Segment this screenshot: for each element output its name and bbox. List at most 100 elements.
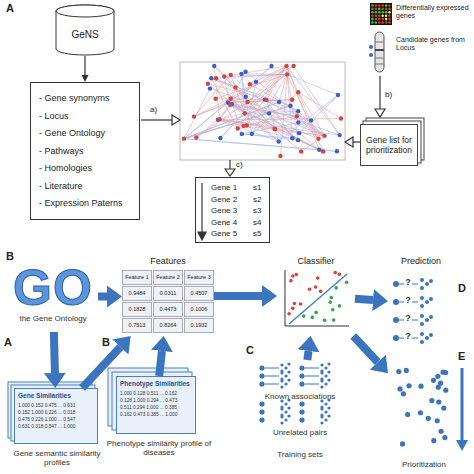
microarray-spot (371, 4, 391, 24)
training-glyph (327, 362, 330, 365)
block-arrow (82, 347, 120, 388)
prediction-glyph (399, 302, 404, 303)
gene-network (336, 93, 340, 97)
document-text: Gene semantic similarity profiles (1, 449, 113, 467)
box-label: Gene list for prioritization (363, 135, 415, 155)
cylinder-outline (56, 5, 114, 55)
document-text: 0.631 0.318 0.547 ... 1.000 (18, 423, 94, 430)
scatter-plot (334, 286, 338, 290)
training-glyph (280, 363, 283, 366)
microarray-spot (381, 18, 384, 21)
ranking-dots (431, 378, 436, 383)
prediction-glyph (425, 318, 429, 322)
prediction-glyph (420, 332, 424, 336)
training-glyph (280, 371, 283, 374)
gene-network (240, 132, 244, 136)
prediction-glyph (420, 286, 424, 290)
training-glyph (299, 417, 304, 422)
ranked-entry: s4 (253, 217, 263, 229)
gene-network (285, 72, 289, 76)
table-cell: 0.9484 (122, 286, 152, 301)
training-glyph (324, 382, 327, 385)
gene-network (194, 66, 294, 117)
ranking-dots (442, 435, 447, 440)
microarray-spot (375, 4, 378, 7)
microarray-spot (385, 18, 388, 21)
network-frame (180, 62, 345, 160)
scatter-plot (319, 290, 323, 294)
rank-arrow (201, 183, 202, 232)
table-cell: 0.1828 (122, 302, 152, 317)
prediction-glyph (429, 279, 433, 283)
prediction-glyph (420, 296, 424, 300)
training-glyph (299, 373, 304, 378)
gene-network (254, 80, 258, 84)
question-mark: ? (404, 314, 412, 324)
training-glyph (327, 414, 330, 417)
flow-arrow (229, 160, 230, 169)
gene-network (287, 74, 323, 151)
training-glyph (320, 385, 323, 388)
step-label: a) (150, 106, 157, 115)
microarray-spot (388, 11, 391, 14)
gene-network (220, 119, 325, 135)
ranking-dots (435, 418, 440, 423)
list-item: - Homologies (39, 160, 131, 178)
rank-arrow (198, 232, 206, 240)
gene-network (248, 82, 252, 86)
training-glyph (284, 410, 287, 413)
gene-network (212, 64, 216, 68)
microarray-spot (378, 4, 381, 7)
table-cell: 0.1932 (184, 318, 214, 333)
document-text: Gene Similarities (18, 392, 94, 400)
gene-network (316, 137, 320, 141)
block-arrow (353, 336, 377, 362)
ranking-arrow (456, 440, 468, 451)
prediction-glyph (393, 299, 399, 305)
training-glyph (259, 381, 264, 386)
gene-network (192, 114, 196, 118)
gene-network (269, 64, 273, 68)
ranking-dots (426, 416, 431, 421)
panel-caption: Prioritization (384, 460, 464, 469)
microarray-spot (371, 11, 374, 14)
scatter-plot (289, 274, 347, 324)
training-glyph (287, 362, 290, 365)
prediction-glyph (412, 284, 418, 285)
scatter-plot (287, 312, 291, 316)
step-letter: D (458, 282, 466, 294)
scatter-plot (333, 271, 337, 275)
list-item: - Literature (39, 178, 131, 196)
gene-network (337, 133, 341, 137)
training-glyph (284, 418, 287, 421)
scatter-plot (329, 296, 333, 300)
gene-network (290, 136, 294, 140)
gene-network (214, 66, 247, 102)
training-glyph (284, 366, 287, 369)
gene-network (321, 149, 325, 153)
gene-network (218, 120, 275, 129)
gene-network (339, 116, 343, 120)
block-arrow (98, 293, 107, 301)
prioritization-panel: Prioritization (388, 360, 468, 472)
flow-arrow (379, 76, 380, 109)
gene-network (245, 66, 294, 113)
table-cell: 0.4507 (184, 286, 214, 301)
table-cell: Features (122, 256, 214, 266)
training-glyph (284, 382, 287, 385)
gene-network (287, 66, 319, 139)
gene-network (233, 85, 237, 89)
gene-network (296, 138, 300, 142)
training-glyph (299, 365, 304, 370)
gene-network (184, 102, 228, 138)
microarray-spot (375, 14, 378, 17)
panel-heading: Prediction (388, 256, 454, 266)
chromosome-symbol (375, 42, 384, 43)
training-glyph (280, 421, 283, 424)
training-glyph (280, 415, 283, 418)
table-cell: 0.1006 (184, 302, 214, 317)
gene-list-box: Gene list for prioritization (360, 124, 418, 166)
microarray-spot (385, 4, 388, 7)
prediction-glyph (425, 282, 429, 286)
training-glyph (287, 378, 290, 381)
